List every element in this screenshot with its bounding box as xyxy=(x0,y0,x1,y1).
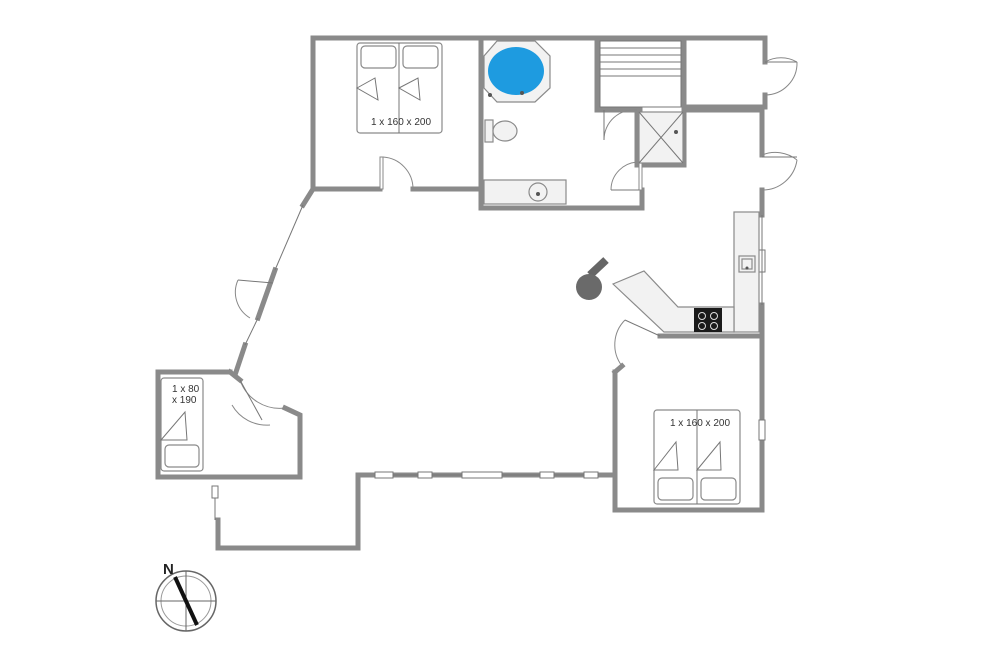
sink-icon xyxy=(738,255,756,273)
compass-north-letter: N xyxy=(163,561,174,578)
sink-icon xyxy=(483,179,567,205)
bed-label-line2: x 190 xyxy=(172,395,197,406)
bedroom-north: 1 x 160 x 200 xyxy=(355,42,443,134)
bed-icon xyxy=(159,377,204,472)
stove-icon xyxy=(694,308,722,332)
walls xyxy=(155,35,768,551)
kitchen xyxy=(611,211,760,333)
shower-icon xyxy=(638,111,684,164)
bedroom-east: 1 x 160 x 200 xyxy=(652,409,741,505)
bed-label: 1 x 160 x 200 xyxy=(670,418,730,429)
toilet-icon xyxy=(484,119,518,143)
bedroom-west: 1 x 80 x 190 xyxy=(159,377,204,472)
bed-label-line1: 1 x 80 xyxy=(172,384,200,395)
doors xyxy=(231,57,798,426)
bed-icon xyxy=(652,409,741,505)
staircase xyxy=(599,40,682,108)
whirlpool-tub-icon xyxy=(483,40,551,103)
bed-icon xyxy=(355,42,443,134)
bathroom xyxy=(483,40,684,205)
compass-icon: N xyxy=(155,561,217,632)
fireplace-icon xyxy=(576,257,609,300)
bed-label: 1 x 160 x 200 xyxy=(371,117,431,128)
door-icon xyxy=(231,57,798,426)
